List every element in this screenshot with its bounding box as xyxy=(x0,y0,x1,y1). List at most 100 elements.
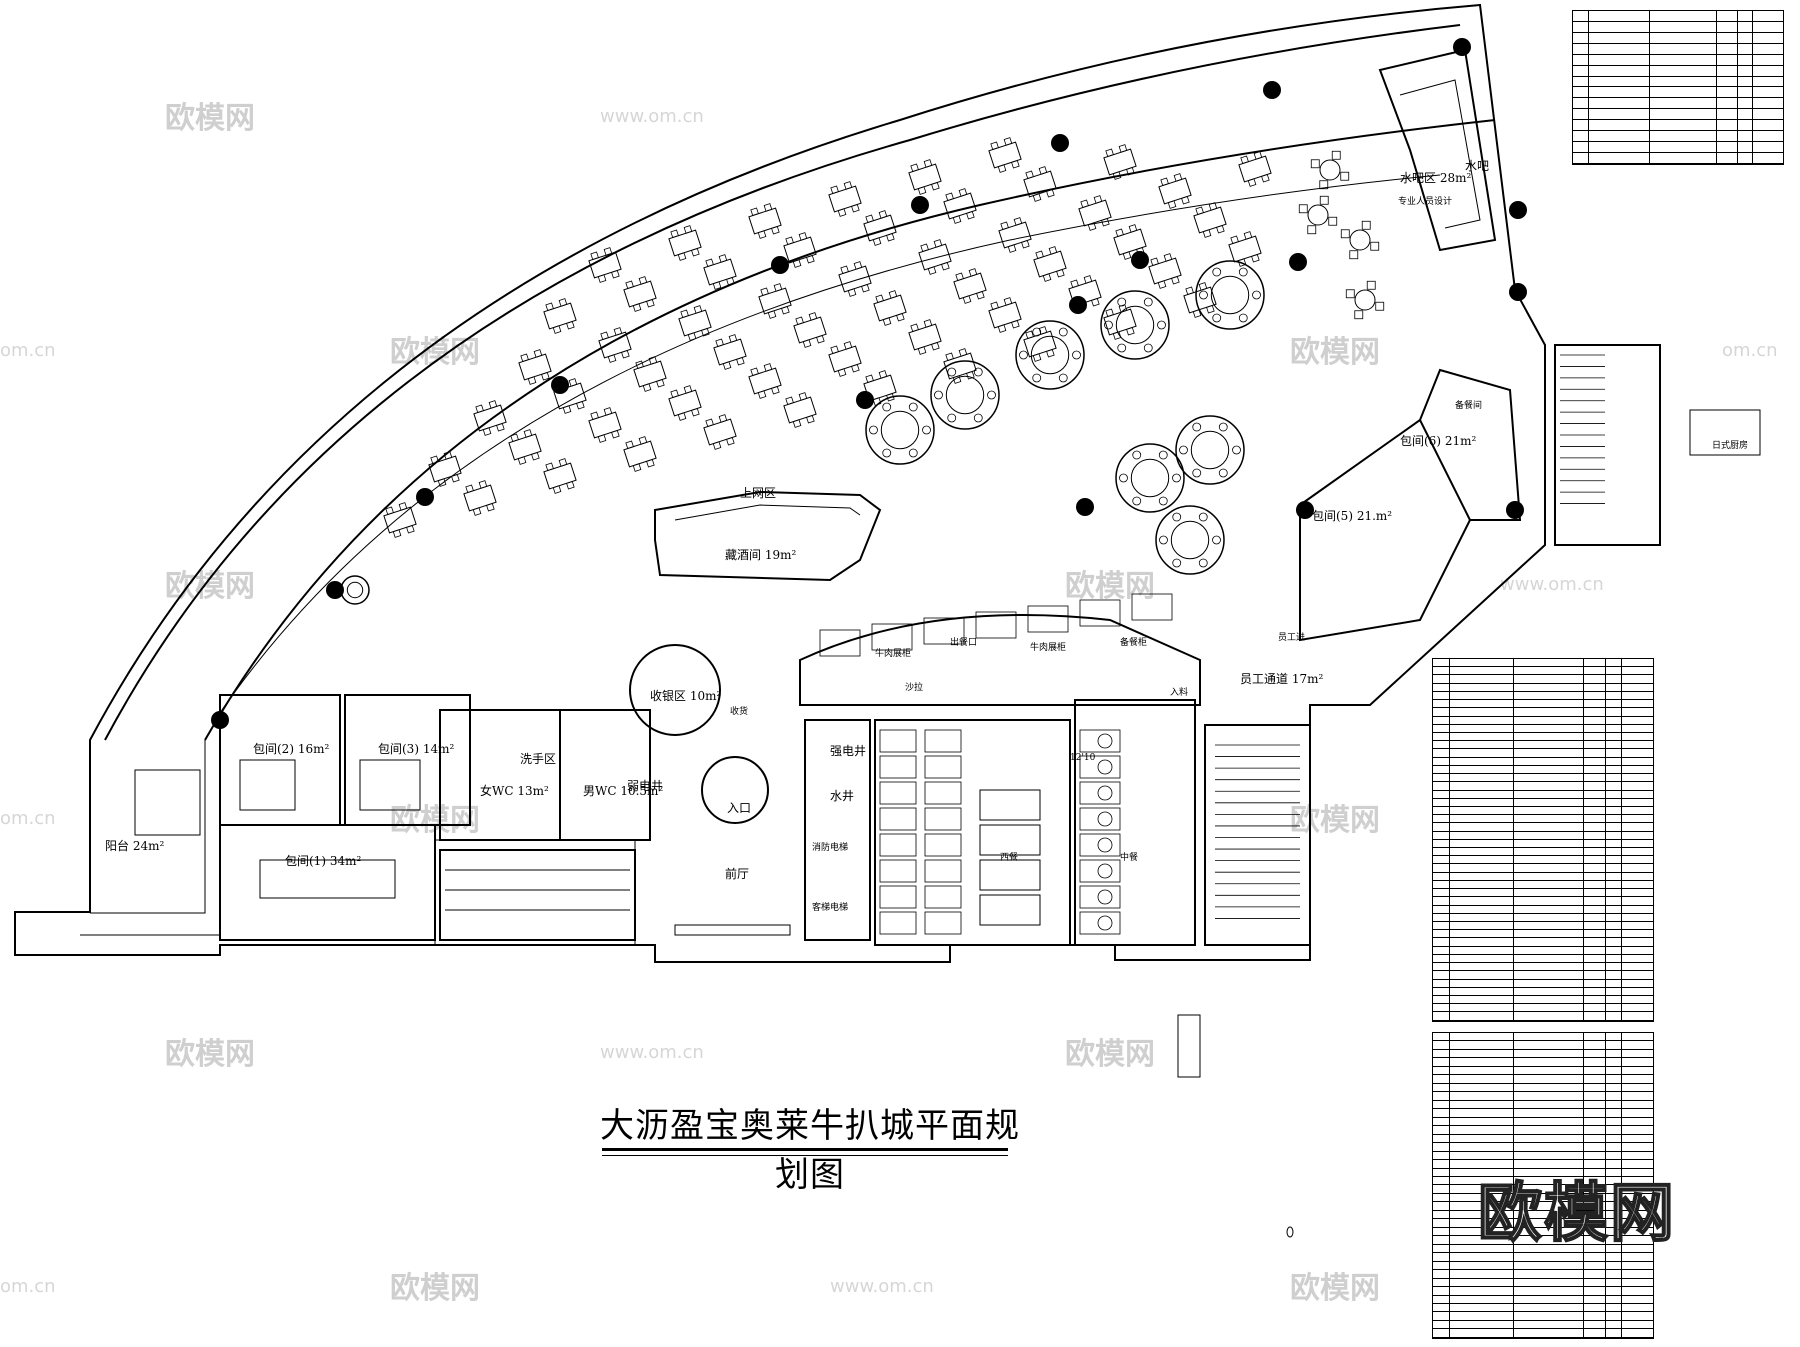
table-cell-divider xyxy=(1621,1244,1622,1253)
table-top xyxy=(668,389,702,417)
chair xyxy=(990,141,999,151)
chair xyxy=(677,252,687,261)
round-table-outer xyxy=(1195,260,1265,330)
table-cell-divider xyxy=(1621,1176,1622,1185)
table-cell-divider xyxy=(1513,1143,1514,1151)
table-cell-divider xyxy=(1716,76,1718,87)
chair xyxy=(958,188,968,197)
table-top xyxy=(1228,235,1262,263)
table-cell-divider xyxy=(1737,76,1739,87)
table-row xyxy=(1433,864,1653,873)
table-row xyxy=(1433,897,1653,906)
table-row xyxy=(1433,1176,1653,1186)
table-row xyxy=(1433,1143,1653,1152)
steak-cabinet-label-2: 牛肉展柜 xyxy=(1030,641,1066,653)
round-chair xyxy=(1199,290,1208,300)
chair xyxy=(1080,199,1089,209)
table-cell-divider xyxy=(1605,938,1606,946)
bar-table-top xyxy=(1319,159,1341,181)
table-cell-divider xyxy=(1588,21,1590,32)
table-cell-divider xyxy=(1737,109,1739,120)
round-chair xyxy=(1172,473,1181,483)
table-cell-divider xyxy=(1449,872,1450,880)
table-row xyxy=(1573,120,1783,132)
chair xyxy=(638,436,648,445)
table-row xyxy=(1433,708,1653,717)
table-cell-divider xyxy=(1449,1092,1450,1100)
table-cell-divider xyxy=(1605,774,1606,782)
table-cell-divider xyxy=(1449,798,1450,806)
table-cell-divider xyxy=(1583,1168,1584,1176)
table-cell-divider xyxy=(1605,1109,1606,1117)
table-cell-divider xyxy=(1449,1287,1450,1295)
chair xyxy=(1032,353,1042,362)
table-cell-divider xyxy=(1449,1151,1450,1160)
table-row xyxy=(1433,1320,1653,1330)
table-cell-divider xyxy=(1605,806,1606,815)
round-table-outer xyxy=(1015,320,1085,390)
chair xyxy=(1011,159,1020,169)
table-cell-divider xyxy=(1737,43,1739,54)
table-cell-divider xyxy=(1605,659,1606,667)
table-top xyxy=(463,484,497,512)
private-2-label: 包间(2) 16m² xyxy=(253,742,329,756)
table-row xyxy=(1433,1058,1653,1067)
dining-table xyxy=(908,159,942,195)
table-cell-divider xyxy=(1513,823,1514,831)
table-cell-divider xyxy=(1449,922,1450,930)
chair xyxy=(763,363,773,372)
table-row xyxy=(1433,1126,1653,1135)
table-cell-divider xyxy=(1513,1202,1514,1210)
chair xyxy=(952,375,962,384)
table-cell-divider xyxy=(1605,683,1606,691)
table-cell-divider xyxy=(1716,54,1718,65)
round-chair xyxy=(1143,297,1153,307)
table-cell-divider xyxy=(1605,1160,1606,1168)
table-cell-divider xyxy=(1752,54,1754,65)
chair xyxy=(545,302,554,312)
column xyxy=(1131,251,1149,269)
table-cell-divider xyxy=(1716,142,1718,152)
table-cell-divider xyxy=(1649,43,1651,54)
table-cell-divider xyxy=(1513,971,1514,979)
chair xyxy=(712,281,722,290)
chair xyxy=(533,349,543,358)
table-cell-divider xyxy=(1605,1244,1606,1253)
table-row xyxy=(1433,1092,1653,1101)
table-top xyxy=(873,294,907,322)
table-row xyxy=(1433,659,1653,668)
table-cell-divider xyxy=(1513,963,1514,971)
prep-counter xyxy=(979,859,1041,891)
table-row xyxy=(1433,749,1653,758)
chair xyxy=(1112,171,1122,180)
chair xyxy=(840,265,849,275)
round-table-outer xyxy=(1100,290,1170,360)
private-6-label: 包间(6) 21m² xyxy=(1400,434,1476,448)
chair xyxy=(600,331,609,341)
chair xyxy=(1128,224,1138,233)
table-cell-divider xyxy=(1588,43,1590,54)
table-cell-divider xyxy=(1449,1253,1450,1261)
round-chair xyxy=(1252,290,1261,300)
display-cabinet xyxy=(1079,599,1121,627)
table-top xyxy=(713,338,747,366)
table-cell-divider xyxy=(1449,839,1450,848)
bar-chair xyxy=(1310,159,1320,169)
table-cell-divider xyxy=(1716,152,1718,163)
table-cell-divider xyxy=(1649,54,1651,65)
chair xyxy=(1101,217,1110,227)
page-title: 大沥盈宝奥莱牛扒城平面规划图 xyxy=(600,1106,1020,1195)
table-cell-divider xyxy=(1621,856,1622,864)
table-cell-divider xyxy=(1716,98,1718,109)
table-cell-divider xyxy=(1605,1320,1606,1329)
chair xyxy=(757,230,767,239)
bar-table xyxy=(1345,280,1385,320)
table-cell-divider xyxy=(1621,1193,1622,1202)
table-top xyxy=(758,287,792,315)
chair xyxy=(941,261,950,271)
chair xyxy=(1048,246,1058,255)
dining-table xyxy=(828,341,862,377)
table-cell-divider xyxy=(1621,1295,1622,1303)
table-top xyxy=(1193,206,1227,234)
table-top xyxy=(838,265,872,293)
